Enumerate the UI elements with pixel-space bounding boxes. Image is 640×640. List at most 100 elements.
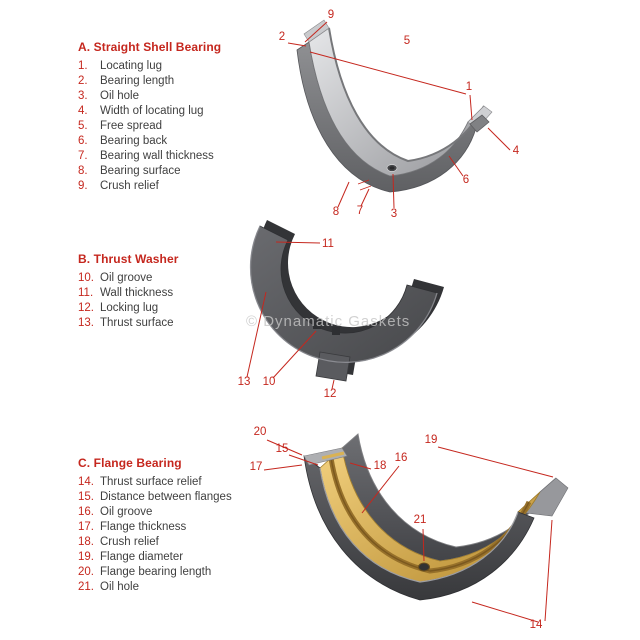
item-label: Bearing surface [100,165,181,177]
item-label: Oil hole [100,90,139,102]
item-label: Wall thickness [100,287,174,299]
legend-item: 15. Distance between flanges [78,490,268,505]
callout-1: 1 [466,81,472,93]
leader-crush-relief [304,21,328,43]
wall-thickness-tick [357,179,370,185]
locking-lug [315,351,351,382]
oil-groove-notch [313,321,321,329]
callout-2: 2 [279,31,285,43]
leader-thrust-surface [246,291,267,378]
legend-item: 10. Oil groove [78,271,268,286]
item-label: Locating lug [100,60,163,72]
legend-flange-bearing: C. Flange Bearing 14. Thrust surface reli… [78,456,268,595]
front-flange-top-edge [319,467,519,583]
item-label: Crush relief [100,536,159,548]
watermark-text: © Dynamatic Gaskets [246,313,410,330]
item-number: 20. [78,566,94,578]
item-number: 17. [78,521,94,533]
callout-11: 11 [322,238,334,250]
item-number: 3. [78,90,88,102]
legend-item: 12.Locking lug [78,301,268,316]
item-label: Thrust surface [100,317,174,329]
legend-item: 17. Flange thickness [78,520,268,535]
item-number: 14. [78,476,94,488]
callout-17: 17 [250,461,263,473]
legend-thrust-washer: B. Thrust Washer 10. Oil groove 11. Wall t… [78,252,268,331]
leader-distance-between-flanges [288,454,319,466]
legend-item: 2. Bearing length [78,74,268,89]
callout-15: 15 [276,443,289,455]
legend-item: 19. Flange diameter [78,550,268,565]
leader-wall-thickness-b [275,241,321,244]
legend-item: 1. Locating lug [78,59,268,74]
item-number: 4. [78,105,88,117]
leader-wall-thickness [360,188,370,207]
item-number: 11. [78,287,94,299]
item-label: Bearing back [100,135,168,147]
item-label: Bearing length [100,75,175,87]
legend-item: 11. Wall thickness [78,286,268,301]
leader-oil-groove-b [272,330,317,379]
item-label: Distance between flanges [100,491,232,503]
legend-item: 3. Oil hole [78,89,268,104]
legend-item: 20.Flange bearing length [78,565,268,580]
leader-thrust-relief-back [544,519,553,622]
callout-14: 14 [530,619,543,631]
item-label: Width of locating lug [100,105,204,117]
far-rim-edge [328,27,485,163]
legend-item: 4. Width of locating lug [78,104,268,119]
item-label: Oil groove [100,272,153,284]
callout-21: 21 [414,514,427,526]
thrust-surface-face [250,225,438,363]
item-number: 16. [78,506,94,518]
item-number: 18. [78,536,94,548]
legend-item: 14. Thrust surface relief [78,475,268,490]
item-number: 5. [78,120,88,132]
section-c-title: C. Flange Bearing [78,456,182,470]
oil-hole-c [418,562,430,572]
section-b-title: B. Thrust Washer [78,252,179,266]
item-number: 9. [78,180,88,192]
leader-flange-diameter [437,446,554,478]
leader-crush-relief-c [349,462,372,470]
item-label: Thrust surface relief [100,476,202,488]
item-label: Crush relief [100,180,159,192]
leader-bearing-surface [337,181,350,208]
callout-20: 20 [254,426,267,438]
straight-shell-bearing-illustration: 9 2 5 1 4 6 3 7 8 [279,9,520,220]
item-label: Oil hole [100,581,139,593]
leader-bearing-back [448,155,464,177]
callout-12: 12 [324,388,337,400]
item-number: 1. [78,60,88,72]
item-label: Flange diameter [100,551,184,563]
item-number: 15. [78,491,94,503]
legend-item: 6.Bearing back [78,134,268,149]
callout-3: 3 [391,208,397,220]
oil-groove-notch [332,327,340,335]
flange-bearing-illustration: 20 15 17 18 16 19 21 14 [250,426,569,631]
leader-oil-hole-c [422,528,425,562]
legend-item: 5. Free spread [78,119,268,134]
item-number: 10. [78,272,94,284]
legend-item: 8.Bearing surface [78,164,268,179]
legend-item: 13.Thrust surface [78,316,268,331]
locating-lug [469,114,490,133]
callout-19: 19 [425,434,438,446]
leader-locating-lug [469,94,473,121]
callout-10: 10 [263,376,276,388]
legend-straight-shell-bearing: A. Straight Shell Bearing 1.Locating lug… [78,40,268,194]
item-label: Flange thickness [100,521,187,533]
callout-13: 13 [238,376,251,388]
legend-item: 7.Bearing wall thickness [78,149,268,164]
callout-5: 5 [404,35,410,47]
item-number: 2. [78,75,88,87]
leader-oil-groove-c [361,465,400,514]
washer-outer-highlight [249,225,438,363]
callout-4: 4 [513,145,520,157]
leader-flange-bearing-length [266,439,303,456]
legend-item: 21.Oil hole [78,580,268,595]
item-label: Free spread [100,120,163,132]
callout-8: 8 [333,206,339,218]
leader-free-spread [309,51,467,95]
item-number: 19. [78,551,94,563]
